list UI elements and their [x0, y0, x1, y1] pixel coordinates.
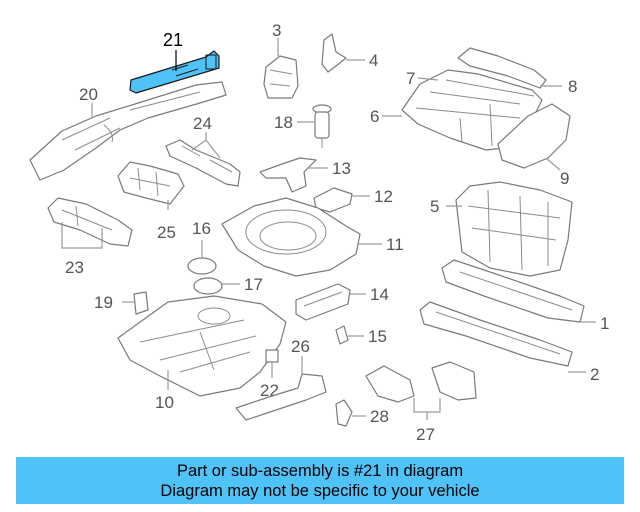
banner-line-2: Diagram may not be specific to your vehi… [160, 482, 480, 500]
part-24[interactable] [165, 139, 241, 187]
callout-12: 12 [374, 187, 393, 206]
part-11[interactable] [221, 197, 361, 277]
banner-line-1: Part or sub-assembly is #21 in diagram [176, 462, 464, 480]
callout-19: 19 [94, 293, 113, 312]
callout-20: 20 [79, 85, 98, 104]
callout-21: 21 [163, 30, 183, 50]
part-26[interactable] [235, 373, 327, 421]
callout-25: 25 [157, 223, 176, 242]
part-7[interactable] [457, 47, 547, 89]
part-14[interactable] [295, 283, 351, 321]
callout-10: 10 [155, 393, 174, 412]
callout-4: 4 [369, 51, 378, 70]
leader-24 [191, 132, 221, 159]
part-20[interactable] [29, 81, 227, 181]
part-23[interactable] [47, 197, 133, 247]
callout-3: 3 [272, 21, 281, 40]
leader-9 [545, 157, 561, 171]
callout-16: 16 [192, 219, 211, 238]
callout-13: 13 [332, 159, 351, 178]
part-4[interactable] [321, 33, 347, 73]
parts-diagram: 21 20 3 4 18 24 25 23 [29, 21, 609, 444]
part-19[interactable] [133, 291, 149, 315]
callout-8: 8 [568, 77, 577, 96]
part-16[interactable] [187, 257, 217, 275]
callout-7: 7 [406, 69, 415, 88]
part-3[interactable] [263, 55, 299, 99]
callout-6: 6 [370, 107, 379, 126]
callout-2: 2 [590, 365, 599, 384]
callout-26: 26 [291, 337, 310, 356]
leader-27 [413, 398, 441, 420]
part-21-highlighted[interactable] [129, 50, 220, 94]
callout-24: 24 [193, 114, 212, 133]
part-28[interactable] [335, 399, 353, 427]
callout-11: 11 [386, 235, 404, 254]
part-5[interactable] [455, 181, 573, 277]
callout-23: 23 [65, 258, 84, 277]
part-25[interactable] [117, 161, 185, 205]
leader-23 [61, 222, 103, 249]
callout-17: 17 [244, 275, 263, 294]
callout-27: 27 [416, 425, 435, 444]
part-9[interactable] [497, 103, 571, 169]
part-15[interactable] [335, 325, 349, 345]
callout-18: 18 [274, 113, 293, 132]
callout-28: 28 [370, 407, 389, 426]
part-22[interactable] [265, 349, 279, 363]
part-17[interactable] [193, 277, 223, 295]
leader-7 [417, 77, 439, 81]
callout-9: 9 [560, 169, 569, 188]
part-1[interactable] [441, 259, 585, 323]
part-2[interactable] [419, 301, 573, 367]
callout-1: 1 [600, 314, 609, 333]
callout-14: 14 [370, 285, 389, 304]
info-banner: Part or sub-assembly is #21 in diagram D… [16, 457, 624, 504]
part-13[interactable] [259, 157, 317, 193]
callout-5: 5 [430, 197, 439, 216]
callout-15: 15 [368, 327, 387, 346]
part-18[interactable] [312, 104, 332, 148]
part-27[interactable] [365, 361, 477, 403]
